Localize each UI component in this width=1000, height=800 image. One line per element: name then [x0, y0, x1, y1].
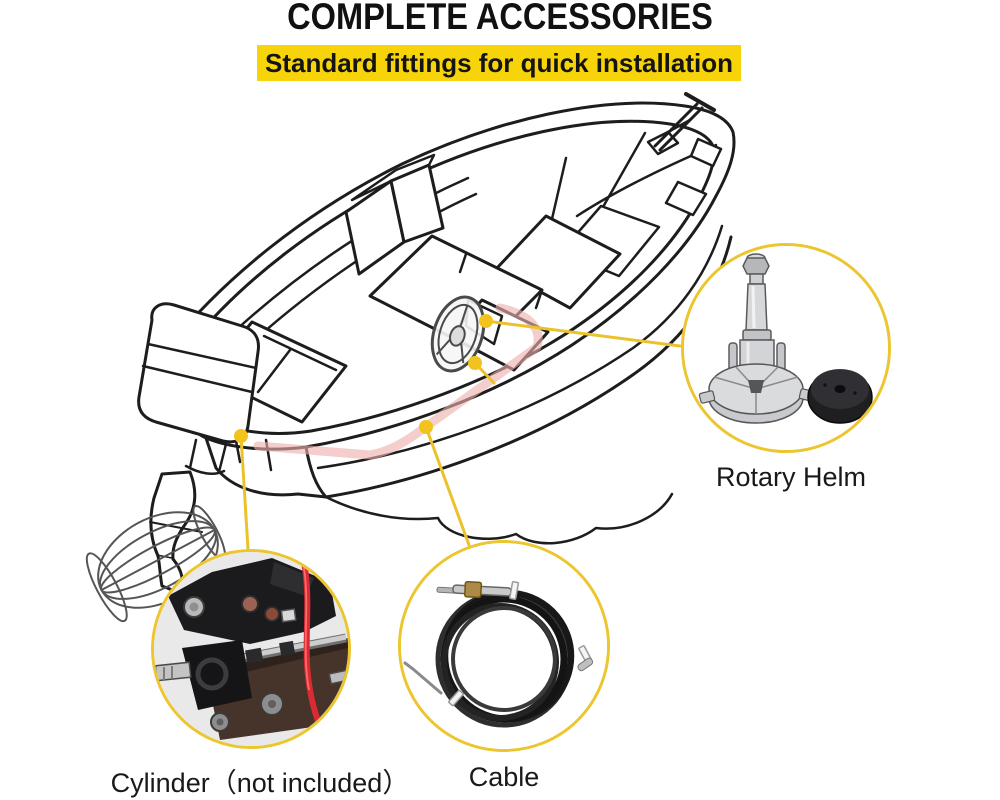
- outboard-motor-drawing: [137, 302, 260, 595]
- subtitle-text: Standard fittings for quick installation: [264, 47, 734, 78]
- cable-photo: [401, 543, 607, 749]
- rotary-helm-photo: [684, 246, 888, 450]
- bow-pole-drawing: [646, 92, 716, 156]
- page-title: COMPLETE ACCESSORIES: [287, 0, 713, 37]
- subtitle-banner: Standard fittings for quick installation: [257, 45, 741, 81]
- cylinder-photo: [154, 552, 348, 746]
- rotary-helm-callout: [681, 243, 891, 453]
- cable-callout: [398, 540, 610, 752]
- callout-dots: [234, 314, 493, 443]
- rotary-helm-label: Rotary Helm: [715, 462, 867, 492]
- steering-wheel-drawing: [430, 295, 486, 373]
- cylinder-callout: [151, 549, 351, 749]
- cylinder-label: Cylinder（not included）: [110, 768, 410, 798]
- cable-route-highlight: [253, 303, 543, 460]
- cable-label: Cable: [468, 762, 540, 792]
